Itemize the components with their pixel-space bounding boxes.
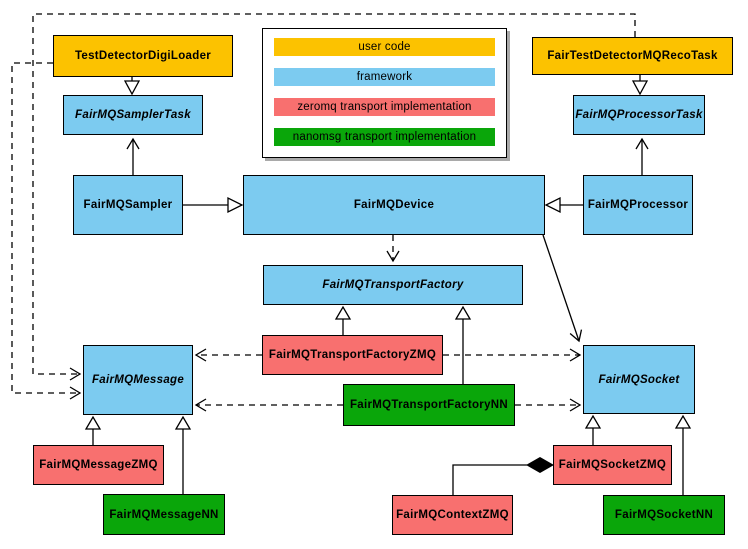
class-box-fairmqmessagezmq: FairMQMessageZMQ <box>33 445 164 485</box>
class-box-fairmqcontextzmq: FairMQContextZMQ <box>392 495 513 535</box>
class-box-fairmqsocketzmq: FairMQSocketZMQ <box>553 445 672 485</box>
legend-item-user-code: user code <box>274 38 495 56</box>
class-box-fairmqsocket: FairMQSocket <box>583 345 695 414</box>
class-box-fairmqprocessor: FairMQProcessor <box>583 175 693 235</box>
class-box-fairmqdevice: FairMQDevice <box>243 175 545 235</box>
legend-item-framework: framework <box>274 68 495 86</box>
edge-recotask-to-message <box>32 13 636 381</box>
legend: user code framework zeromq transport imp… <box>262 28 507 158</box>
association-arrows <box>126 137 649 343</box>
edge-device-to-socket <box>542 234 583 343</box>
class-box-fairmqsocketnn: FairMQSocketNN <box>603 495 725 535</box>
legend-item-nanomsg: nanomsg transport implementation <box>274 128 495 146</box>
composition-link <box>452 457 554 495</box>
class-box-testdetectordigiloader: TestDetectorDigiLoader <box>53 35 233 77</box>
inheritance-arrows <box>84 75 692 495</box>
class-box-fairmqsamplertask: FairMQSamplerTask <box>63 95 203 135</box>
class-box-fairmqmessage: FairMQMessage <box>83 345 193 415</box>
legend-item-zeromq: zeromq transport implementation <box>274 98 495 116</box>
class-box-fairmqtransportfactorynn: FairMQTransportFactoryNN <box>343 384 515 426</box>
class-box-fairmqsampler: FairMQSampler <box>73 175 183 235</box>
class-box-fairmqprocessortask: FairMQProcessorTask <box>573 95 705 135</box>
class-box-fairmqtransportfactoryzmq: FairMQTransportFactoryZMQ <box>262 335 443 375</box>
class-box-fairmqmessagenn: FairMQMessageNN <box>103 494 225 535</box>
class-box-fairtestdetectormqrecotask: FairTestDetectorMQRecoTask <box>532 37 733 75</box>
class-box-fairmqtransportfactory: FairMQTransportFactory <box>263 265 523 305</box>
composition-diamond-icon <box>526 457 554 473</box>
dependency-arrows <box>11 13 636 412</box>
